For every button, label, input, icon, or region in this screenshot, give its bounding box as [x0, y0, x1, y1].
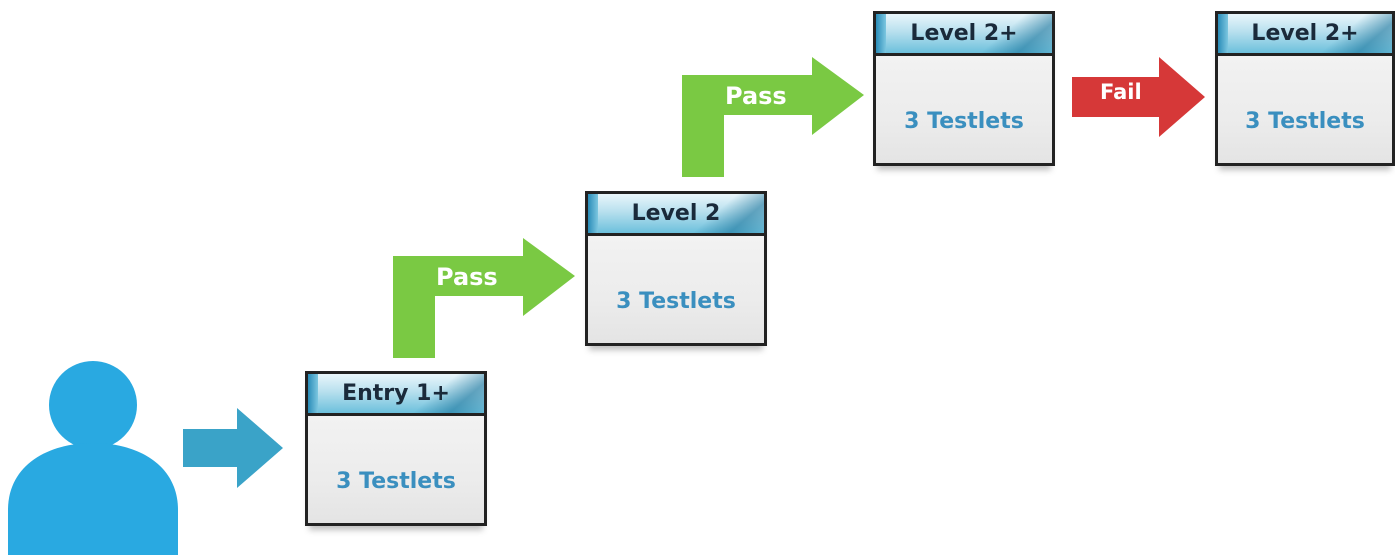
card-body: 3 Testlets: [336, 469, 456, 494]
card-title: Level 2+: [910, 21, 1018, 46]
card-header: Entry 1+: [308, 374, 484, 416]
pass-label-1: Pass: [436, 263, 498, 291]
pass-arrow-2: [682, 57, 864, 177]
card-header: Level 2: [588, 194, 764, 236]
card-header: Level 2+: [876, 14, 1052, 56]
pass-label-2: Pass: [725, 82, 787, 110]
card-title: Level 2: [631, 201, 721, 226]
card-title: Entry 1+: [342, 381, 450, 406]
person-icon: [8, 361, 178, 555]
fail-arrow: [1072, 57, 1205, 137]
card-title: Level 2+: [1251, 21, 1359, 46]
card-level-2: Level 2 3 Testlets: [585, 191, 767, 346]
card-level-2plus-fail: Level 2+ 3 Testlets: [1215, 11, 1395, 166]
entry-arrow: [183, 408, 283, 488]
card-body: 3 Testlets: [616, 289, 736, 314]
pass-arrow-1: [393, 238, 575, 358]
card-level-2plus-pass: Level 2+ 3 Testlets: [873, 11, 1055, 166]
card-body: 3 Testlets: [904, 109, 1024, 134]
fail-label: Fail: [1100, 80, 1142, 104]
card-body: 3 Testlets: [1245, 109, 1365, 134]
card-header: Level 2+: [1218, 14, 1392, 56]
card-entry-1plus: Entry 1+ 3 Testlets: [305, 371, 487, 526]
